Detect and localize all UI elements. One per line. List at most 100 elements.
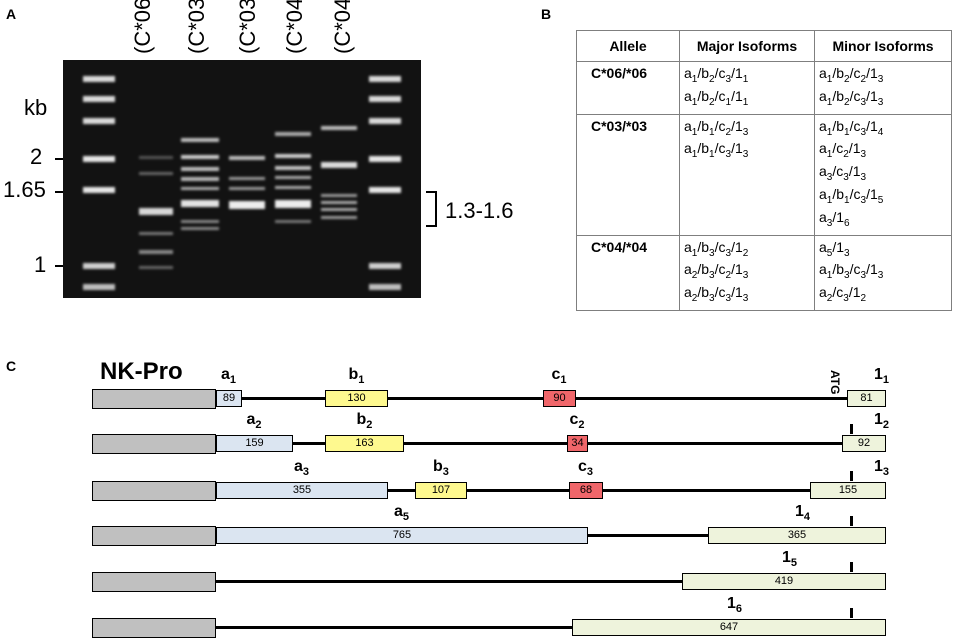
promoter-box — [92, 481, 216, 501]
promoter-box — [92, 526, 216, 546]
exon-label: b2 — [356, 411, 373, 432]
table-header-major: Major Isoforms — [679, 30, 815, 62]
isoform-entry: a1/c2/13 — [819, 140, 867, 161]
promoter-box — [92, 389, 216, 409]
gel-tick-2 — [55, 158, 67, 160]
gel-tick-1 — [55, 265, 67, 267]
exon-label: c3 — [578, 458, 594, 479]
isoform-entry: a2/b3/c2/13 — [684, 261, 749, 282]
isoform-entry: a1/b2/c2/13 — [819, 65, 884, 85]
isoform-entry: a1/b2/c3/13 — [819, 87, 884, 108]
exon-label: 14 — [795, 503, 811, 524]
exon-box: 92 — [842, 435, 886, 452]
isoform-entry: a2/b3/c3/13 — [684, 284, 749, 304]
isoform-entry: a3/16 — [819, 208, 850, 229]
isoform-entry: a1/b3/c3/13 — [819, 261, 884, 282]
intron-line — [214, 489, 886, 492]
gel-image — [63, 60, 421, 298]
promoter-box — [92, 618, 216, 638]
exon-label: a5 — [394, 503, 410, 524]
allele-cell: C*03/*03 — [576, 113, 680, 236]
isoform-entry: a1/b1/c2/13 — [684, 117, 749, 138]
isoform-entry: a1/b3/c3/12 — [684, 238, 749, 259]
panel-c-letter: C — [6, 358, 17, 374]
isoform-table: Allele Major Isoforms Minor Isoforms C*0… — [576, 30, 952, 311]
atg-marker — [850, 608, 853, 618]
atg-label: ATG — [828, 370, 842, 395]
exon-label: 11 — [874, 366, 890, 387]
intron-line — [214, 580, 886, 583]
exon-box: 355 — [216, 482, 388, 499]
panel-b-letter: B — [541, 6, 552, 22]
exon-label: a3 — [294, 458, 310, 479]
gel-mark-1-65: 1.65 — [3, 177, 46, 202]
exon-label: c2 — [569, 411, 585, 432]
promoter-box — [92, 572, 216, 592]
exon-label: b3 — [433, 458, 449, 479]
exon-box: 647 — [572, 619, 886, 636]
exon-box: 130 — [325, 390, 388, 407]
exon-label: c1 — [551, 366, 567, 387]
table-header-row: Allele Major Isoforms Minor Isoforms — [576, 30, 952, 62]
gel-lane-label-1: (C*06) — [130, 0, 155, 54]
exon-box: 155 — [810, 482, 886, 499]
gel-lane-label-3: (C*03) — [235, 0, 260, 54]
exon-label: 13 — [874, 458, 890, 479]
gel-mark-1: 1 — [34, 252, 47, 277]
table-header-allele: Allele — [576, 30, 680, 62]
exon-box: 163 — [325, 435, 404, 452]
panel-a-letter: A — [6, 6, 17, 22]
atg-marker — [850, 562, 853, 572]
exon-label: a1 — [221, 366, 237, 387]
exon-box: 765 — [216, 527, 588, 544]
allele-cell: C*04/*04 — [576, 234, 680, 311]
exon-label: 15 — [782, 549, 798, 570]
exon-box: 81 — [847, 390, 886, 407]
atg-marker — [850, 424, 853, 434]
isoform-entry: a1/b1/c3/14 — [819, 117, 884, 138]
intron-line — [214, 626, 886, 629]
exon-box: 34 — [567, 435, 588, 452]
isoform-entry: a1/b1/c3/15 — [819, 185, 884, 206]
table-header-minor: Minor Isoforms — [814, 30, 952, 62]
exon-label: a2 — [246, 411, 262, 432]
isoform-entry: a3/c3/13 — [819, 163, 867, 183]
exon-box: 68 — [569, 482, 603, 499]
exon-box: 159 — [216, 435, 293, 452]
promoter-box — [92, 434, 216, 454]
exon-box: 419 — [682, 573, 886, 590]
isoform-entry: a5/13 — [819, 238, 850, 259]
gel-tick-1-65 — [55, 191, 67, 193]
gel-lane-label-2: (C*03) — [184, 0, 209, 54]
gel-lane-label-4: (C*04) — [282, 0, 307, 54]
atg-marker — [850, 471, 853, 481]
exon-box: 89 — [216, 390, 242, 407]
exon-label: 12 — [874, 411, 890, 432]
exon-box: 365 — [708, 527, 886, 544]
exon-box: 107 — [415, 482, 467, 499]
isoform-entry: a1/b1/c3/13 — [684, 140, 749, 161]
isoform-entry: a1/b2/c1/11 — [684, 87, 749, 108]
promoter-label: NK-Pro — [100, 358, 183, 385]
allele-cell: C*06/*06 — [576, 61, 680, 115]
isoform-entry: a1/b2/c3/11 — [684, 65, 749, 85]
exon-box: 90 — [543, 390, 576, 407]
gel-mark-2: 2 — [30, 144, 43, 169]
exon-label: 16 — [727, 595, 743, 616]
isoform-entry: a2/c3/12 — [819, 284, 867, 304]
exon-label: b1 — [348, 366, 365, 387]
gel-bracket-label: 1.3-1.6 — [445, 198, 514, 223]
gel-kb-unit: kb — [24, 95, 48, 120]
intron-line — [214, 442, 886, 445]
gel-lane-label-5: (C*04) — [330, 0, 355, 54]
gel-size-bracket — [426, 191, 437, 227]
